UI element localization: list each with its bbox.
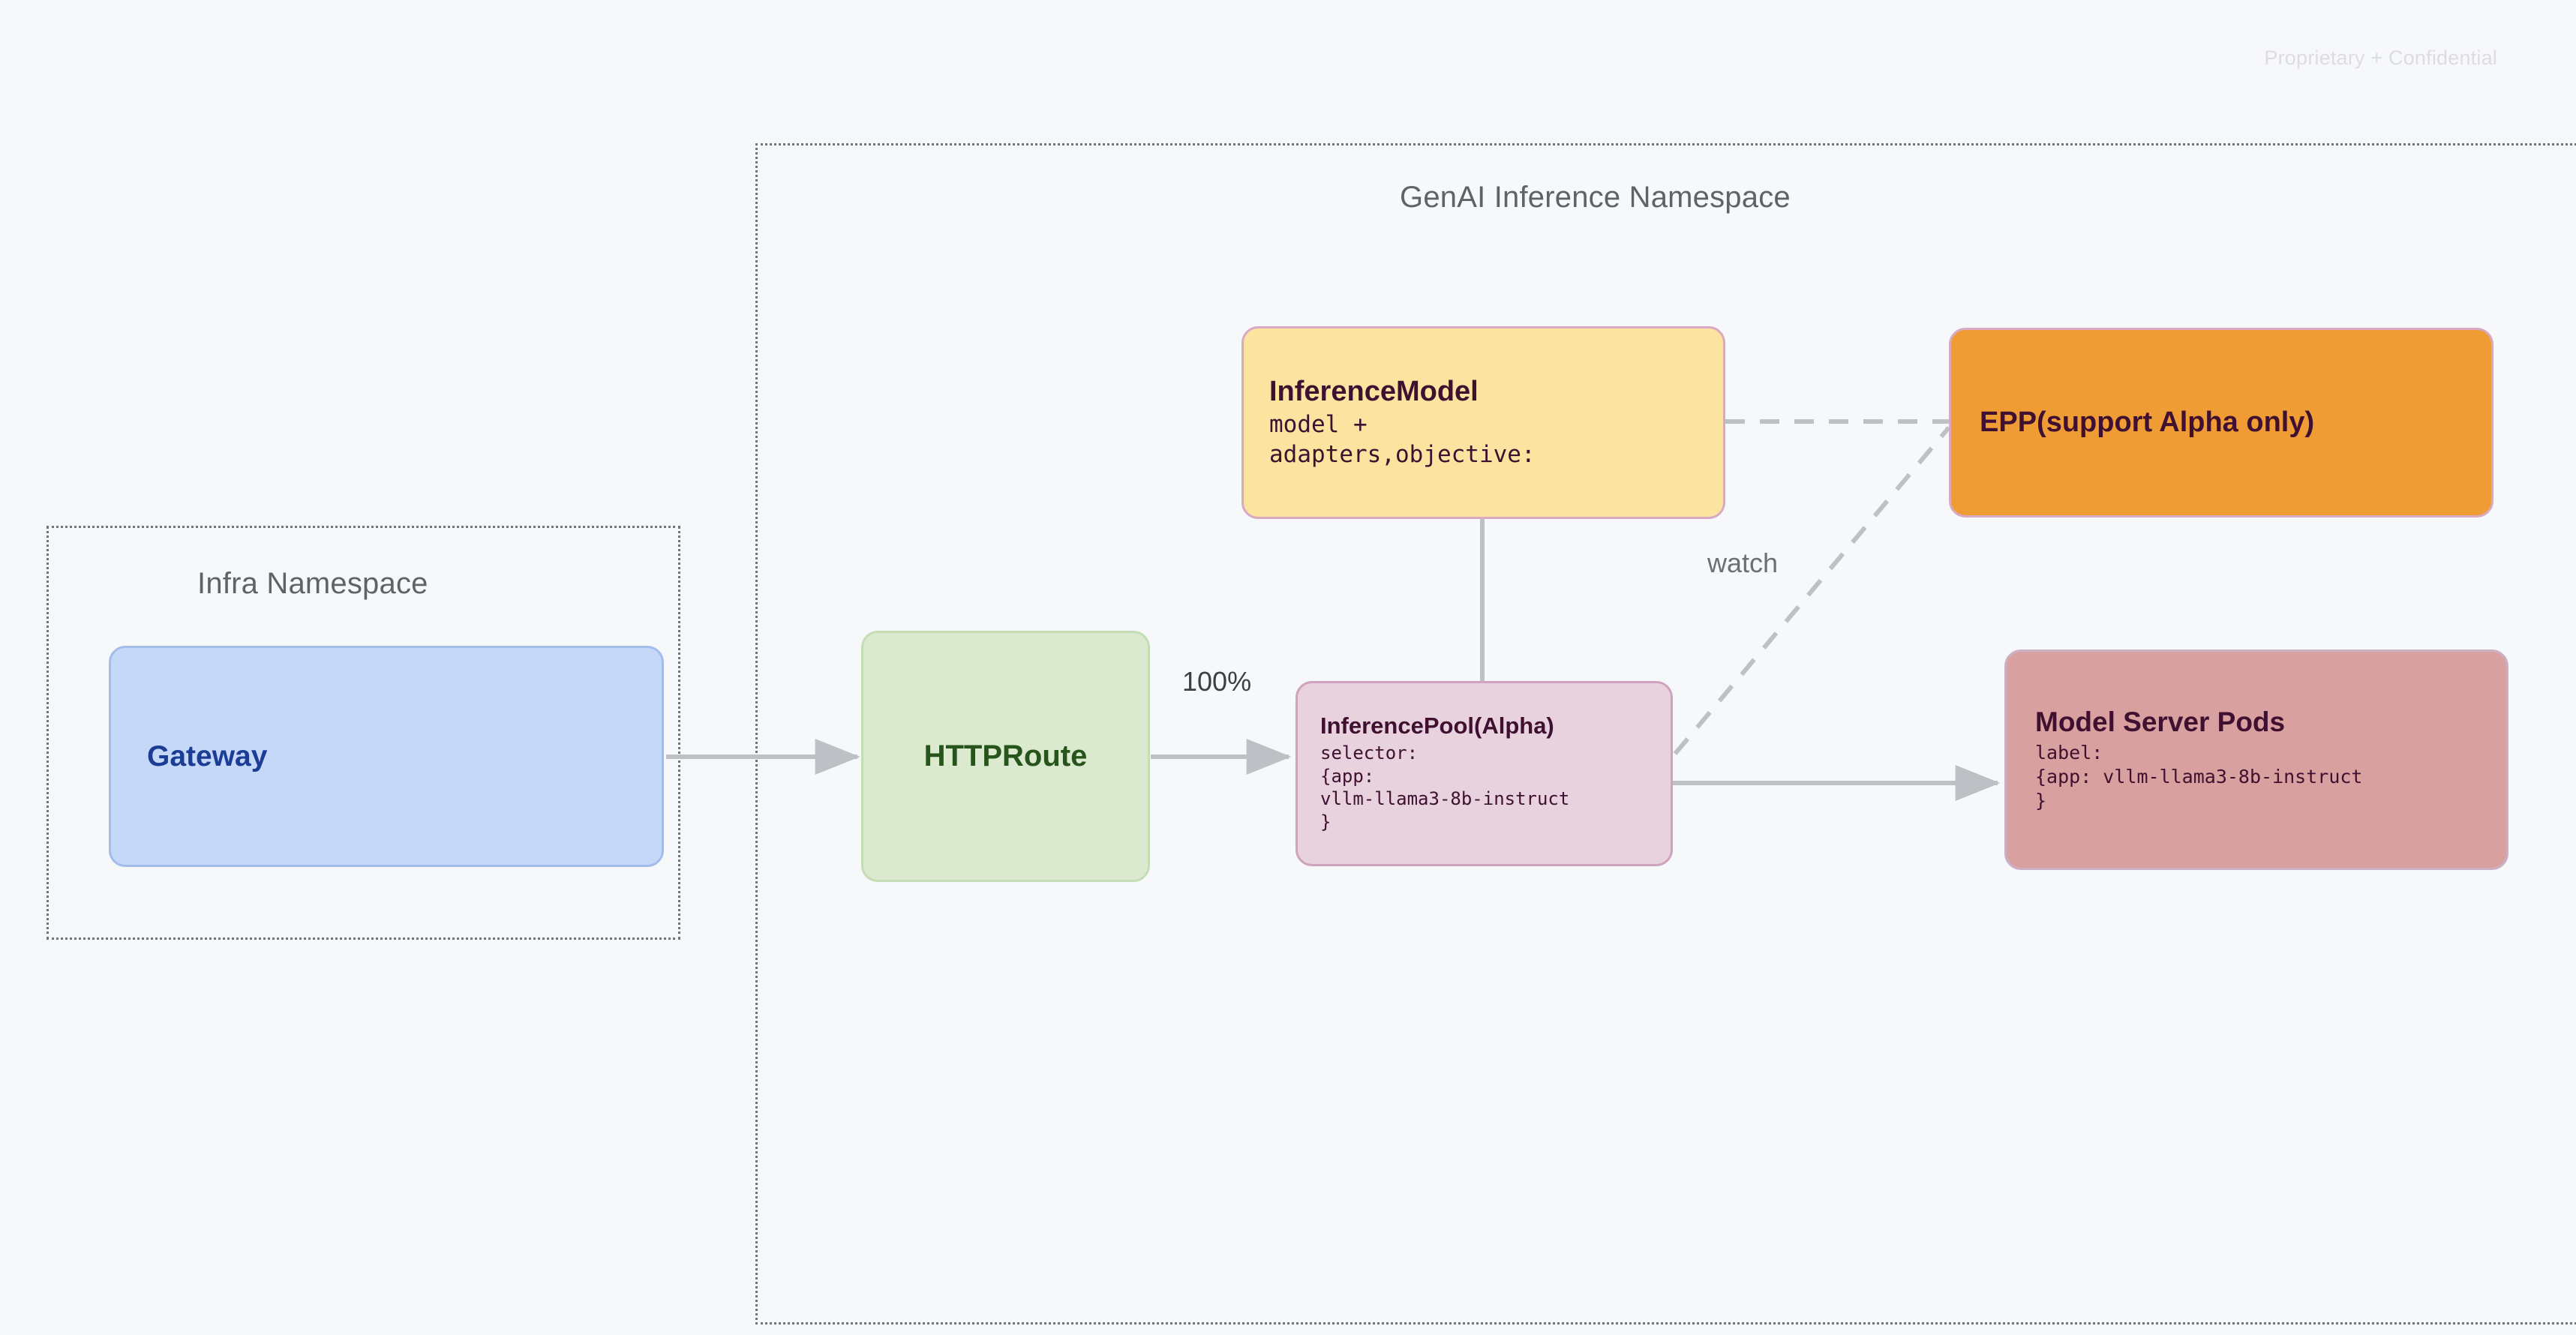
edge-label-watch: watch: [1707, 548, 1779, 578]
node-model-server-pods[interactable]: Model Server Pods label: {app: vllm-llam…: [2004, 650, 2508, 870]
namespace-infra: [47, 526, 680, 940]
node-inferencepool-detail: selector: {app: vllm-llama3-8b-instruct …: [1320, 742, 1570, 833]
node-inferencepool-title: InferencePool(Alpha): [1320, 712, 1554, 740]
node-epp-title: EPP(support Alpha only): [1980, 406, 2315, 439]
watermark-label: Proprietary + Confidential: [2264, 46, 2497, 69]
node-epp[interactable]: EPP(support Alpha only): [1949, 328, 2493, 518]
edge-label-percentage: 100%: [1182, 666, 1252, 697]
namespace-infra-title: Infra Namespace: [197, 567, 428, 600]
node-inferencemodel[interactable]: InferenceModel model + adapters,objectiv…: [1241, 326, 1725, 519]
namespace-genai: [755, 143, 2576, 1324]
node-inferencemodel-title: InferenceModel: [1269, 375, 1479, 407]
node-model-server-pods-title: Model Server Pods: [2035, 706, 2286, 738]
node-inferencemodel-detail: model + adapters,objective:: [1269, 411, 1536, 468]
node-model-server-pods-detail: label: {app: vllm-llama3-8b-instruct }: [2035, 741, 2363, 812]
namespace-genai-title: GenAI Inference Namespace: [1400, 181, 1791, 214]
node-httproute[interactable]: HTTPRoute: [861, 631, 1150, 882]
node-httproute-title: HTTPRoute: [923, 740, 1088, 773]
node-gateway[interactable]: Gateway: [109, 646, 664, 867]
node-gateway-title: Gateway: [147, 740, 268, 772]
node-inferencepool[interactable]: InferencePool(Alpha) selector: {app: vll…: [1296, 681, 1673, 866]
